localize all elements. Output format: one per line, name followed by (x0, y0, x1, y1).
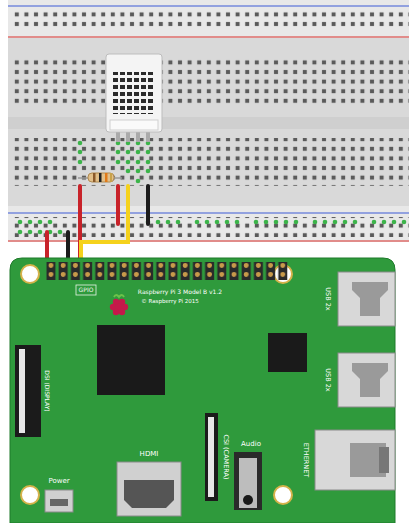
port-label: USB 2x (325, 368, 332, 391)
connector-label: CSI (CAMERA) (223, 434, 230, 479)
port-label: Audio (241, 441, 261, 448)
copyright-note: © Raspberry Pi 2015 (141, 299, 198, 305)
port-label: USB 2x (325, 287, 332, 310)
breadboard (8, 0, 409, 242)
resistor-symbol (78, 173, 122, 182)
port-label: HDMI (140, 451, 159, 458)
dht22-sensor (106, 54, 162, 142)
board-model: Raspberry Pi 3 Model B v1.2 (138, 289, 222, 295)
connector-label: DSI (DISPLAY) (44, 370, 50, 411)
port-label: Power (48, 478, 69, 485)
header-label: GPIO (79, 287, 94, 293)
raspberry-pi-board (10, 258, 395, 523)
port-label: ETHERNET (303, 443, 310, 478)
